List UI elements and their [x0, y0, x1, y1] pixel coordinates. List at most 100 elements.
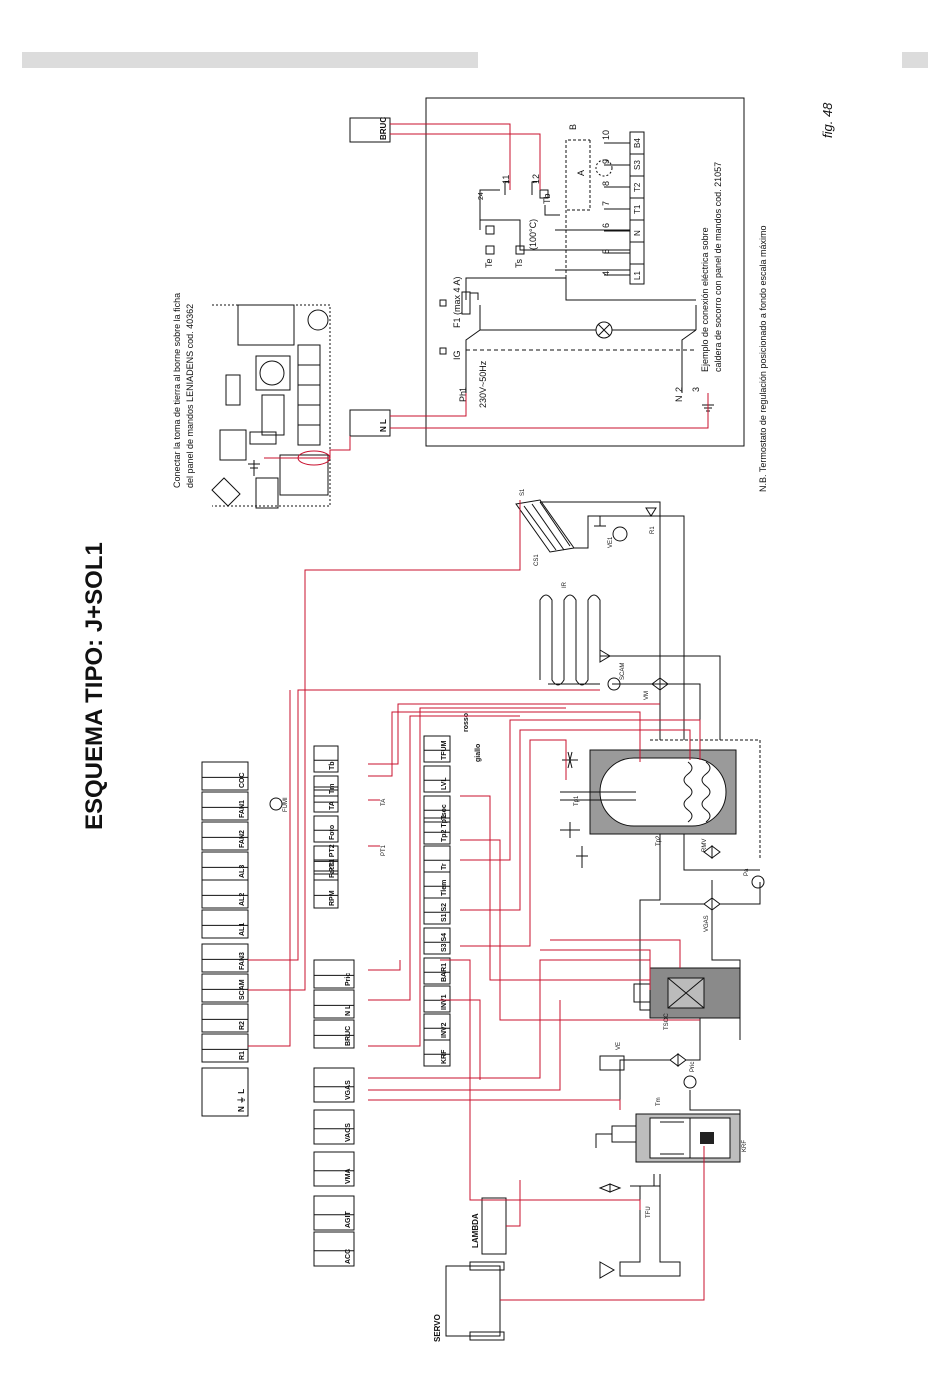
- mid-conn-2-label: TA: [329, 801, 336, 810]
- pump-symbol-icon: [595, 159, 613, 177]
- diagram-title: ESQUEMA TIPO: J+SOL1: [81, 542, 108, 830]
- pa-pump-icon: [751, 875, 765, 889]
- fumi-label: FUMI: [283, 797, 289, 812]
- red-wire-power: [390, 393, 709, 429]
- svg-text:S3: S3: [633, 160, 642, 170]
- hydraulic-section: [515, 499, 765, 1279]
- inner-conn-10-label: INV2: [441, 1022, 448, 1038]
- power-connector-label: N L: [379, 419, 388, 432]
- left-power-label: N ⏚ L: [237, 1089, 246, 1112]
- figure-label: fig. 48: [820, 102, 835, 138]
- inner-conn-11-label: KRF: [441, 1049, 448, 1064]
- inner-conn-11: KRF: [423, 1039, 451, 1067]
- b-label: B: [568, 124, 578, 130]
- te-label: Te: [484, 258, 494, 268]
- inner-conn-2-label: Tsoc: [441, 804, 448, 820]
- svg-text:T1: T1: [633, 204, 642, 214]
- svg-text:5: 5: [601, 249, 611, 254]
- schematic-frame: [425, 97, 745, 447]
- mid-conn-2: TA: [313, 789, 339, 813]
- svg-text:1: 1: [458, 387, 468, 392]
- left-conn-scam-label: SCAM: [239, 979, 246, 1000]
- inner-conn-6: S1 S2: [423, 897, 451, 925]
- left-conn-al1: AL1: [201, 909, 249, 939]
- inner-conn-7: S3 S4: [423, 927, 451, 955]
- left-conn-al3-label: AL3: [239, 865, 246, 878]
- radiant-coil: [539, 594, 721, 740]
- left-conn-scam: SCAM: [201, 973, 249, 1003]
- svg-text:6: 6: [601, 223, 611, 228]
- svg-text:SCAM: SCAM: [620, 663, 626, 680]
- left-conn-fan1-label: FAN1: [239, 800, 246, 818]
- mid-conn-1: Tm: [313, 775, 339, 797]
- svg-text:4: 4: [601, 271, 611, 276]
- terminal-strip: [629, 131, 645, 285]
- servo-label: SERVO: [433, 1314, 442, 1342]
- mid-conn-4-label: PT1 PT2: [329, 844, 336, 872]
- giallo-label: giallo: [475, 744, 482, 762]
- bruc-top-label: BRUC: [379, 117, 388, 140]
- svg-text:VE: VE: [616, 1042, 622, 1050]
- temp-label: (100°C): [528, 219, 538, 250]
- vgas-valve-icon: [703, 897, 721, 911]
- ig-label: IG: [452, 350, 462, 360]
- inner-conn-0: TFUM: [423, 735, 451, 763]
- red-wire-earth: [264, 436, 351, 459]
- left-conn-al2-label: AL2: [239, 893, 246, 906]
- inner-conn-6-label: S1 S2: [441, 903, 448, 922]
- left-conn-fan2: FAN2: [201, 821, 249, 851]
- header-bar-left: [22, 52, 478, 68]
- left-conn-r1-label: R1: [239, 1051, 246, 1060]
- left-conn-fan2-label: FAN2: [239, 830, 246, 848]
- inner-conn-5: Tlem: [423, 871, 451, 899]
- svg-text:KRF: KRF: [742, 1140, 748, 1152]
- svg-text:Tm: Tm: [656, 1097, 662, 1106]
- scam-pump-icon: [607, 677, 621, 691]
- mid-conn-6-label: RPM: [329, 890, 336, 906]
- rosso-label: rosso: [463, 713, 470, 732]
- inner-conn-1-label: LVL: [441, 777, 448, 790]
- left-conn-coc-label: COC: [239, 772, 246, 788]
- right-conn-0: Pric: [313, 959, 355, 989]
- valve-conn-acc-label: ACC: [345, 1249, 352, 1264]
- earth-note-1: Conectar la toma de tierra al borne sobr…: [172, 293, 182, 488]
- inner-conn-8-label: BAR1: [441, 963, 448, 982]
- svg-text:R1: R1: [650, 526, 656, 534]
- earth-ellipse: [297, 450, 331, 466]
- svg-text:Pa: Pa: [744, 868, 750, 876]
- svg-text:TA: TA: [381, 799, 387, 806]
- svg-text:9: 9: [601, 159, 611, 164]
- svg-text:VGAS: VGAS: [704, 915, 710, 932]
- right-conn-0-label: Pric: [345, 973, 352, 986]
- mid-conn-1-label: Tm: [329, 784, 336, 795]
- svg-text:B4: B4: [633, 138, 642, 148]
- valve-conn-vacs: VACS: [313, 1109, 355, 1145]
- flue-pipe: [619, 1185, 681, 1277]
- bruc-connector-top: [349, 117, 391, 143]
- inner-conn-3-label: Tp2 Tp1: [441, 815, 448, 842]
- left-conn-fan3-label: FAN3: [239, 952, 246, 970]
- left-conn-r2-label: R2: [239, 1021, 246, 1030]
- mid-conn-5-label: Facs: [329, 862, 336, 878]
- mid-conn-0-label: Tb: [329, 761, 336, 770]
- inner-conn-4: Tr: [423, 845, 451, 873]
- inner-conn-8: BAR1: [423, 957, 451, 985]
- tb-label: Tb: [542, 193, 552, 204]
- left-conn-coc: COC: [201, 761, 249, 791]
- left-conn-fan3: FAN3: [201, 943, 249, 973]
- inner-conn-7-label: S3 S4: [441, 933, 448, 952]
- svg-text:8: 8: [601, 181, 611, 186]
- inner-conn-5-label: Tlem: [441, 880, 448, 896]
- fumi-motor-icon: [269, 797, 283, 811]
- ts-label: Ts: [514, 259, 524, 269]
- svg-text:Tp1: Tp1: [574, 795, 580, 806]
- svg-text:10: 10: [601, 130, 611, 140]
- svg-text:IR: IR: [562, 581, 568, 588]
- servo-box: [445, 1265, 501, 1337]
